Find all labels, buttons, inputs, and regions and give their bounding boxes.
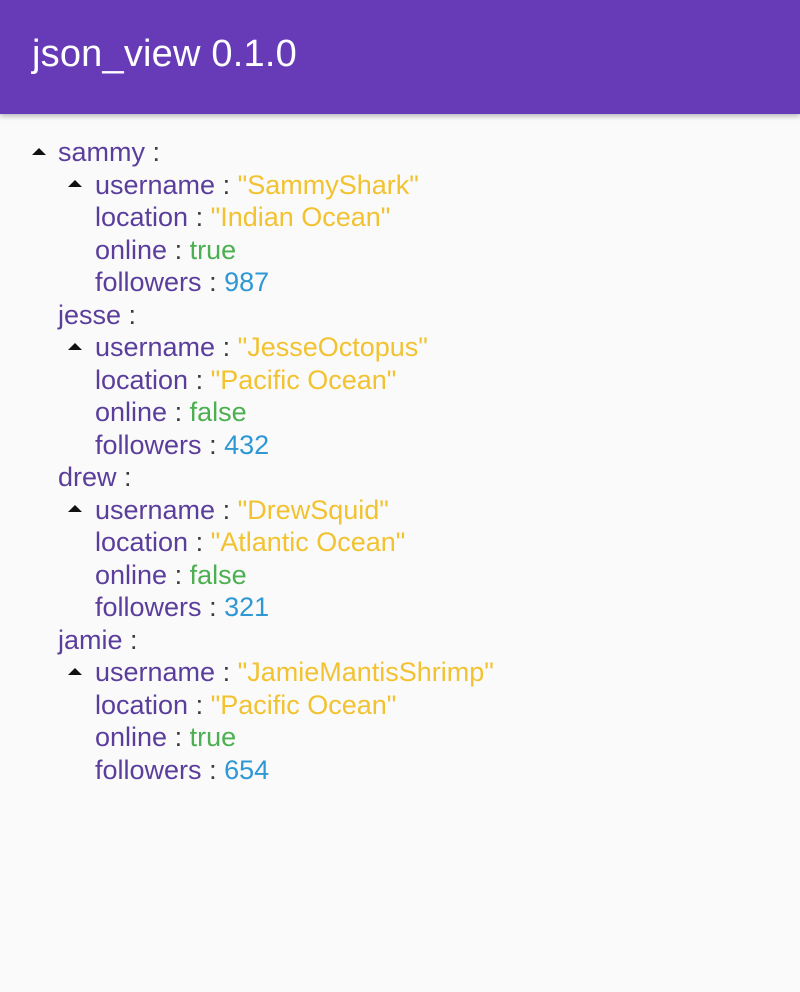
boolean-value: true [189, 234, 237, 265]
string-value: "JamieMantisShrimp" [237, 657, 494, 687]
collapse-arrow-icon[interactable] [64, 656, 86, 689]
separator: : [152, 137, 161, 167]
leaf-key: followers [95, 429, 202, 460]
collapse-arrow-icon[interactable] [64, 494, 86, 527]
collapse-arrow-icon[interactable] [28, 136, 50, 169]
string-value: "SammyShark" [237, 169, 419, 200]
tree-node-sammy[interactable]: sammy : [0, 136, 800, 169]
leaf-key: followers [95, 592, 202, 622]
string-value: "JesseOctopus" [237, 332, 428, 362]
tree-node-jesse[interactable]: jesse : [0, 299, 800, 332]
separator: : [174, 559, 190, 590]
tree-leaf-location: location : "Pacific Ocean" [0, 689, 800, 722]
separator: : [209, 429, 225, 460]
tree-leaf-username[interactable]: username : "JamieMantisShrimp" [0, 656, 800, 689]
node-key: sammy [58, 137, 145, 167]
app-title: json_view 0.1.0 [32, 32, 297, 75]
tree-leaf-online: online : false [0, 396, 800, 429]
separator: : [128, 299, 137, 330]
separator: : [174, 397, 190, 427]
app-bar: json_view 0.1.0 [0, 0, 800, 114]
tree-leaf-username[interactable]: username : "SammyShark" [0, 169, 800, 202]
tree-node-drew[interactable]: drew : [0, 461, 800, 494]
tree-leaf-followers: followers : 987 [0, 266, 800, 299]
tree-leaf-username[interactable]: username : "JesseOctopus" [0, 331, 800, 364]
node-key: drew [58, 462, 117, 492]
separator: : [222, 657, 238, 687]
json-tree: sammy : username : "SammyShark" location… [0, 136, 800, 787]
separator: : [130, 624, 138, 655]
leaf-key: online [95, 397, 168, 427]
tree-leaf-followers: followers : 654 [0, 754, 800, 787]
string-value: "Atlantic Ocean" [210, 527, 406, 557]
collapse-arrow-icon[interactable] [64, 331, 86, 364]
tree-leaf-username[interactable]: username : "DrewSquid" [0, 494, 800, 527]
leaf-key: online [95, 722, 168, 752]
separator: : [174, 234, 190, 265]
tree-leaf-online: online : false [0, 559, 800, 592]
leaf-key: location [95, 689, 189, 720]
string-value: "Indian Ocean" [210, 202, 391, 232]
leaf-key: followers [95, 267, 202, 297]
leaf-key: location [95, 364, 189, 395]
tree-leaf-location: location : "Indian Ocean" [0, 201, 800, 234]
leaf-key: username [95, 169, 216, 200]
leaf-key: username [95, 332, 216, 362]
string-value: "Pacific Ocean" [210, 364, 397, 395]
number-value: 654 [224, 754, 270, 785]
leaf-key: online [95, 234, 168, 265]
separator: : [222, 169, 238, 200]
separator: : [209, 267, 225, 297]
separator: : [195, 202, 211, 232]
node-key: jesse [58, 299, 122, 330]
leaf-key: username [95, 657, 216, 687]
boolean-value: false [189, 397, 247, 427]
separator: : [209, 592, 225, 622]
tree-leaf-location: location : "Atlantic Ocean" [0, 526, 800, 559]
separator: : [209, 754, 225, 785]
separator: : [174, 722, 190, 752]
string-value: "Pacific Ocean" [210, 689, 397, 720]
tree-leaf-online: online : true [0, 234, 800, 267]
collapse-arrow-icon[interactable] [64, 169, 86, 202]
leaf-key: username [95, 494, 216, 525]
tree-node-jamie[interactable]: jamie : [0, 624, 800, 657]
tree-leaf-online: online : true [0, 721, 800, 754]
leaf-key: followers [95, 754, 202, 785]
separator: : [222, 332, 238, 362]
boolean-value: true [189, 722, 237, 752]
separator: : [124, 462, 132, 492]
number-value: 321 [224, 592, 270, 622]
tree-leaf-location: location : "Pacific Ocean" [0, 364, 800, 397]
tree-leaf-followers: followers : 321 [0, 591, 800, 624]
number-value: 432 [224, 429, 270, 460]
boolean-value: false [189, 559, 247, 590]
leaf-key: online [95, 559, 168, 590]
separator: : [195, 527, 211, 557]
separator: : [195, 689, 211, 720]
tree-leaf-followers: followers : 432 [0, 429, 800, 462]
leaf-key: location [95, 527, 189, 557]
leaf-key: location [95, 202, 189, 232]
string-value: "DrewSquid" [237, 494, 389, 525]
node-key: jamie [58, 624, 123, 655]
number-value: 987 [224, 267, 270, 297]
separator: : [222, 494, 238, 525]
separator: : [195, 364, 211, 395]
